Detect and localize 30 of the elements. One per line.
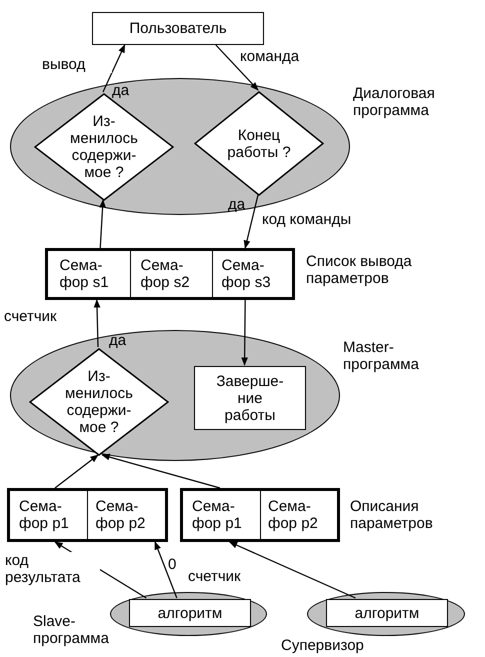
arrow (99, 199, 106, 248)
process-box: Пользователь (92, 12, 264, 45)
decision-text: Из- менилось содержи- мое ? (64, 368, 134, 436)
edge-label: код результата (5, 552, 100, 586)
semaphore-table (180, 488, 340, 542)
semaphore-table (7, 488, 168, 542)
branch-label: да (109, 332, 128, 349)
program-label: Диалоговая программа (353, 85, 436, 119)
decision-diamond (29, 348, 169, 456)
arrow (94, 299, 100, 348)
arrow (228, 541, 356, 599)
arrow (241, 300, 248, 366)
program-label: Master- программа (343, 339, 420, 373)
note-label: Описания параметров (350, 498, 434, 532)
decision-text: Из- менилось содержи- мое ? (69, 113, 139, 181)
arrow (154, 541, 178, 598)
arrow (215, 44, 259, 91)
arrow (54, 454, 99, 488)
decision-diamond (194, 91, 324, 196)
program-label: Супервизор (281, 637, 365, 654)
branch-label: да (228, 196, 246, 213)
program-label: Slave- программа (33, 613, 110, 647)
arrow (101, 454, 220, 489)
process-box: Заверше- ние работы (194, 366, 306, 430)
arrow (102, 44, 126, 92)
program-label: Список вывода параметров (306, 253, 413, 287)
decision-text: Конец работы ? (226, 126, 292, 160)
process-box: алгоритм (326, 599, 448, 627)
branch-label: да (112, 82, 130, 99)
process-box: алгоритм (129, 599, 251, 627)
